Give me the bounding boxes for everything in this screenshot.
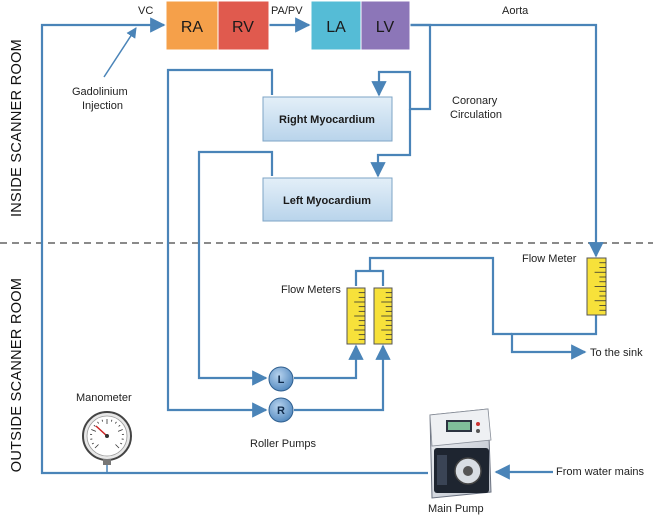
main-pump-device (429, 408, 492, 499)
left-myocardium-box (262, 177, 393, 222)
flow-meters-label: Flow Meters (281, 284, 341, 296)
left-myocardium-label: Left Myocardium (283, 195, 371, 207)
right-myocardium-outflow (166, 68, 274, 418)
chamber-lv-label: LV (376, 19, 395, 36)
left-myocardium-outflow (197, 150, 274, 386)
meters-outflow-line (368, 256, 512, 336)
manometer-label: Manometer (76, 392, 132, 404)
coronary-to-left-myocardium (370, 109, 412, 178)
r-pump-to-meter (294, 344, 391, 412)
meters-join-line (354, 269, 385, 286)
venous-return-line (40, 17, 428, 475)
vc-label: VC (138, 5, 153, 17)
manometer-gauge (82, 411, 132, 465)
pa-pv-label: PA/PV (271, 5, 303, 17)
gadolinium-injection-arrow (103, 27, 137, 78)
chamber-lv (360, 0, 411, 51)
gadolinium-label-line1: Gadolinium (72, 86, 128, 98)
roller-pump-r-label: R (277, 405, 285, 417)
to-sink-label: To the sink (590, 347, 643, 359)
water-mains-label: From water mains (556, 466, 645, 478)
flow-meter-right (373, 287, 393, 345)
roller-pump-l (268, 366, 294, 392)
heart-chambers: RA RV LA LV (165, 0, 411, 51)
chamber-rv (217, 0, 270, 51)
main-pump-label: Main Pump (428, 503, 484, 515)
coronary-label-line2: Circulation (450, 109, 502, 121)
chamber-ra-label: RA (181, 19, 204, 36)
right-myocardium-box (262, 96, 393, 142)
gadolinium-label-line2: Injection (82, 100, 123, 112)
roller-pump-r (268, 397, 294, 423)
chamber-la-label: LA (326, 19, 346, 36)
l-pump-to-meter (294, 344, 364, 380)
roller-pumps-label: Roller Pumps (250, 438, 317, 450)
outside-room-label: OUTSIDE SCANNER ROOM (9, 278, 25, 473)
flow-meter-aorta (586, 257, 607, 316)
chamber-la (310, 0, 362, 51)
flow-meter-left (346, 287, 366, 345)
aorta-label: Aorta (502, 5, 529, 17)
to-sink-line (510, 315, 598, 360)
right-myocardium-label: Right Myocardium (279, 114, 375, 126)
chamber-rv-label: RV (232, 19, 254, 36)
coronary-label-line1: Coronary (452, 95, 498, 107)
inside-room-label: INSIDE SCANNER ROOM (9, 39, 25, 217)
aorta-line (410, 23, 604, 258)
flow-meter-label: Flow Meter (522, 253, 577, 265)
roller-pump-l-label: L (278, 374, 285, 386)
